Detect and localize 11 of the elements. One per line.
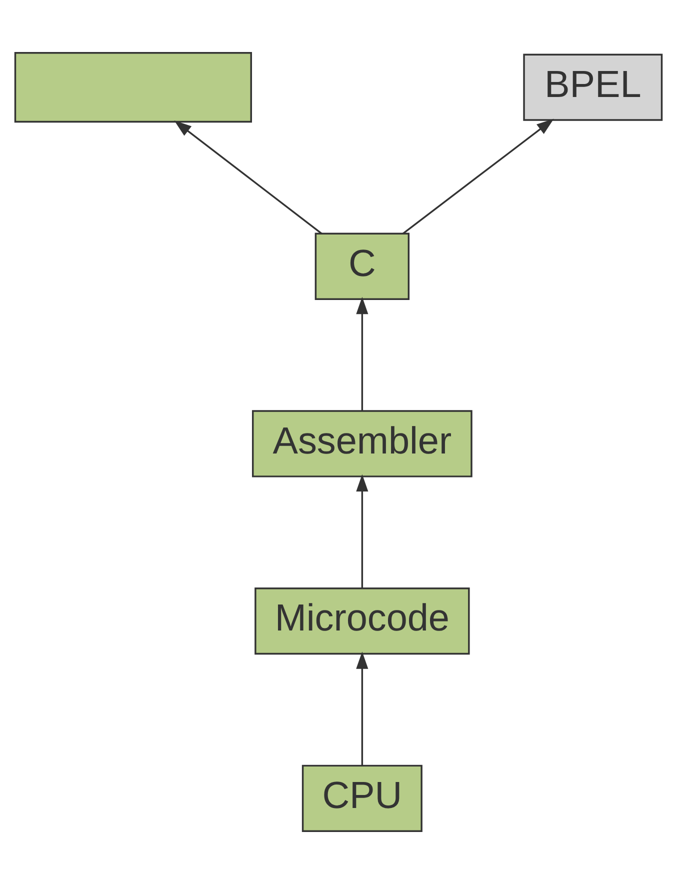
node-box: Assembler xyxy=(252,410,472,478)
arrow xyxy=(356,474,368,588)
arrow xyxy=(356,296,368,411)
arrow xyxy=(356,652,368,766)
node-box: CPU xyxy=(302,764,422,832)
node-box: Microcode xyxy=(254,588,470,655)
node-box: C xyxy=(314,232,410,300)
arrow xyxy=(174,120,322,234)
node-box: BPEL xyxy=(523,54,663,121)
arrow xyxy=(402,118,554,234)
node-box xyxy=(14,52,252,123)
